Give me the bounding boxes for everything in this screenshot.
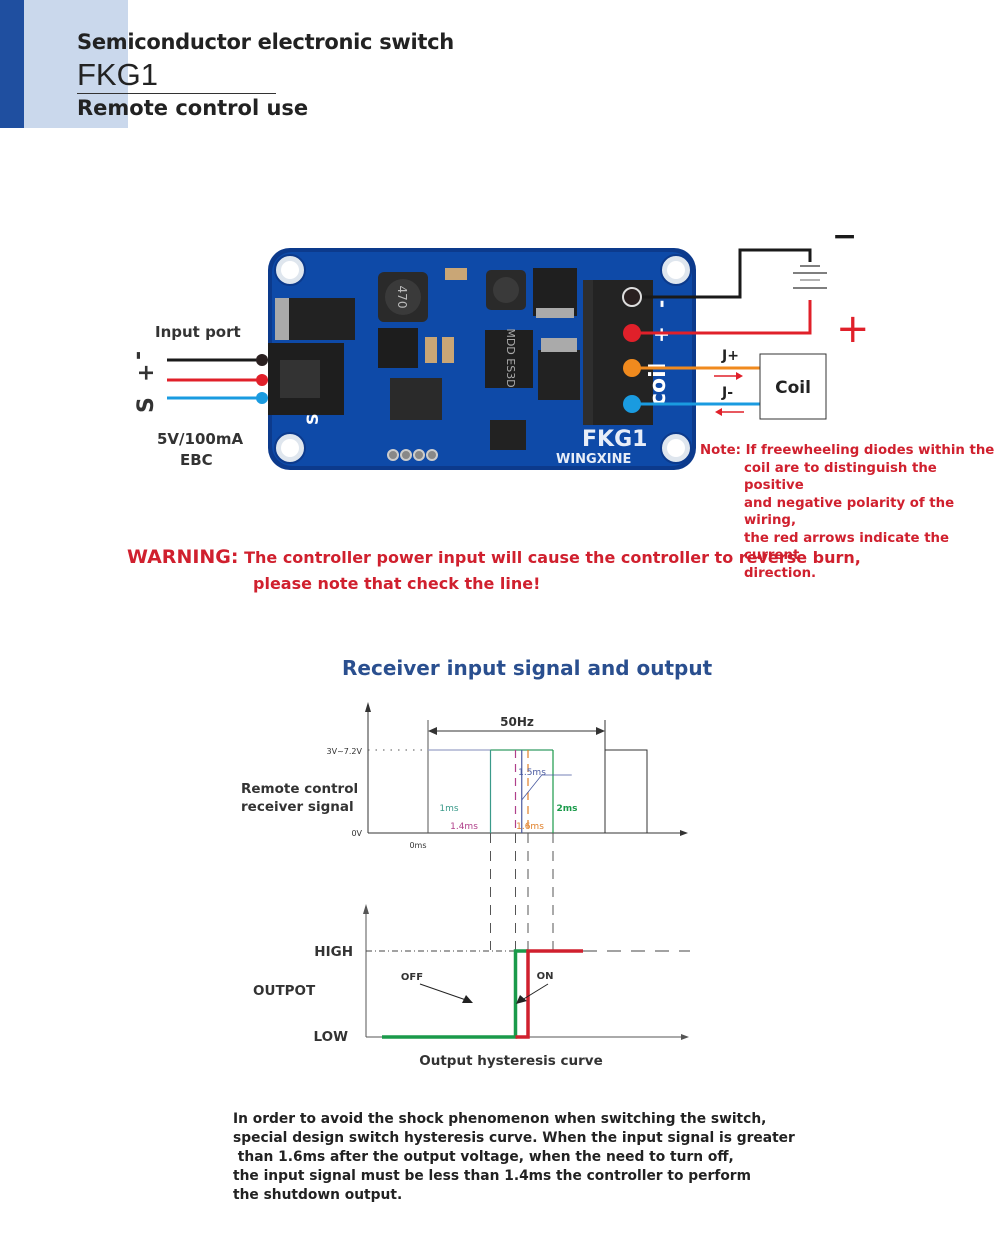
model-name: FKG1 (77, 57, 158, 92)
pcb-board: 470 MDD ES3D S coil - + FKG1 WINGXINE (268, 248, 696, 470)
warning-line-1: The controller power input will cause th… (244, 548, 861, 567)
chart2-ylabel: OUTPOT (253, 983, 316, 999)
note-line-3: and negative polarity of the wiring, (744, 495, 955, 529)
coil-box (759, 353, 827, 420)
annotation-off: OFF (401, 972, 423, 983)
description: In order to avoid the shock phenomenon w… (233, 1110, 795, 1205)
note-line-4: the red arrows indicate the current (744, 530, 950, 564)
note-line-2: coil are to distinguish the positive (744, 460, 937, 494)
period-arrow-left-icon (428, 727, 437, 735)
j-minus-label: J- (721, 385, 733, 401)
wiring-note: Note: If freewheeling diodes within the … (700, 442, 1000, 582)
input-dot-minus (256, 354, 268, 366)
header-accent-block (24, 0, 128, 128)
description-line: special design switch hysteresis curve. … (233, 1130, 795, 1146)
warning-line-2: please note that check the line! (253, 574, 541, 593)
pulse-label-1-5ms: 1.5ms (518, 768, 546, 778)
input-spec-current: 5V/100mA (157, 430, 243, 448)
note-line-5: direction. (744, 565, 817, 581)
pin-label-plus: + (134, 364, 159, 382)
description-line: the input signal must be less than 1.4ms… (233, 1168, 751, 1184)
signal-charts: Remote control receiver signal 3V~7.2V 0… (241, 702, 690, 1069)
battery-wire-plus (632, 300, 812, 335)
description-line: than 1.6ms after the output voltage, whe… (233, 1149, 734, 1165)
board-terminal-minus: - (649, 300, 673, 308)
battery-minus-label: − (832, 219, 857, 254)
page-title: Semiconductor electronic switch (77, 30, 454, 54)
pulse-1-5ms-leader (521, 774, 572, 801)
board-model-label: FKG1 (582, 427, 647, 452)
chart1-x-axis-arrow-icon (680, 830, 688, 836)
off-arrow (419, 983, 467, 1001)
j-plus-label: J+ (721, 348, 739, 364)
svg-text:MDD ES3D: MDD ES3D (504, 328, 517, 387)
pin-label-s: S (134, 397, 159, 413)
description-line: the shutdown output. (233, 1187, 403, 1203)
board-brand-label: WINGXINE (556, 452, 631, 467)
chart1-xstart: 0ms (409, 841, 426, 850)
board-terminal-plus: + (649, 326, 673, 343)
warning-block: WARNING: The controller power input will… (127, 546, 861, 593)
pulse-label-1ms: 1ms (439, 804, 458, 814)
input-dot-plus (256, 374, 268, 386)
wiring-diagram: Input port - + S 5V/100mA EBC 470 MDD ES… (126, 219, 870, 470)
current-arrow-out-icon (715, 408, 744, 416)
warning-label: WARNING: (127, 546, 239, 568)
chart2-title: Output hysteresis curve (419, 1053, 602, 1069)
pin-label-minus: - (126, 351, 151, 360)
input-port-label: Input port (155, 323, 241, 341)
description-line: In order to avoid the shock phenomenon w… (233, 1111, 767, 1127)
period-label: 50Hz (500, 715, 534, 729)
chart2-x-axis-arrow-icon (681, 1034, 689, 1040)
input-dot-signal (256, 392, 268, 404)
svg-text:470: 470 (395, 286, 409, 309)
terminal-dot-minus (622, 287, 642, 307)
chart2-y-axis-arrow-icon (363, 904, 369, 914)
chart1-y-axis-arrow-icon (365, 702, 371, 712)
chart1-ylabel-line2: receiver signal (241, 799, 354, 815)
battery-plus-label: + (836, 306, 870, 352)
note-prefix: Note: (700, 443, 741, 458)
on-arrow-head-icon (516, 995, 527, 1004)
pulse-label-1-6ms: 1.6ms (516, 822, 544, 832)
next-pulse (605, 749, 648, 833)
board-label-coil: coil (646, 363, 671, 406)
board-label-s: S (303, 413, 322, 425)
chart1-ytick-low: 0V (351, 829, 362, 838)
terminal-dot-jminus (623, 395, 641, 413)
terminal-dot-plus (623, 324, 641, 342)
pulse-label-2ms: 2ms (557, 804, 578, 814)
terminal-dot-jplus (623, 359, 641, 377)
annotation-on: ON (537, 971, 554, 982)
chart2-ytick-high: HIGH (314, 944, 353, 960)
current-arrow-in-icon (714, 372, 743, 380)
note-line-1: If freewheeling diodes within the (745, 443, 995, 458)
chart1-ylabel-line1: Remote control (241, 781, 358, 797)
period-arrow-right-icon (596, 727, 605, 735)
off-arrow-head-icon (462, 995, 473, 1003)
pulse-label-1-4ms: 1.4ms (450, 822, 478, 832)
on-arrow (521, 983, 549, 1001)
hysteresis-series-off (382, 949, 528, 1039)
page-subtitle: Remote control use (77, 96, 309, 120)
battery-icon (793, 265, 827, 289)
header-accent-bar (0, 0, 24, 128)
hysteresis-series-on (515, 949, 583, 1039)
input-spec-ebc: EBC (180, 451, 213, 469)
chart1-ytick-high: 3V~7.2V (327, 747, 363, 756)
coil-label: Coil (775, 378, 811, 398)
chart2-ytick-low: LOW (314, 1029, 349, 1045)
header-divider (77, 93, 276, 94)
section-title: Receiver input signal and output (342, 656, 713, 680)
battery-wire-minus (632, 248, 812, 299)
